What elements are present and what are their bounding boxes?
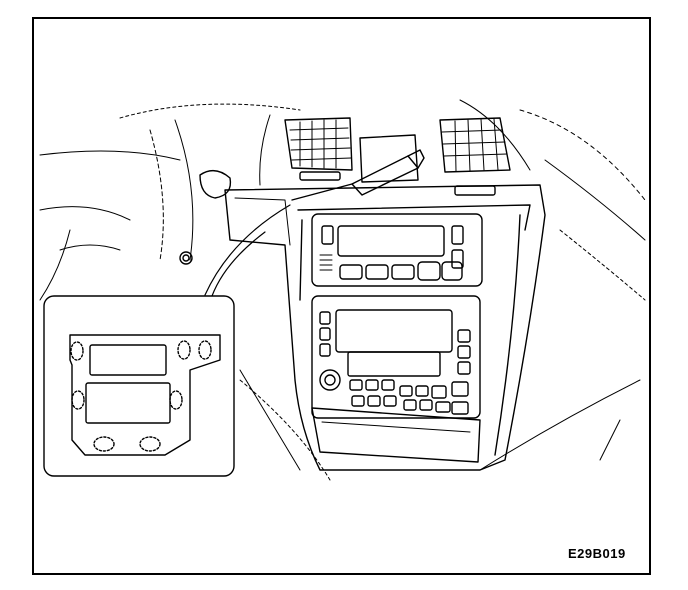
inset-detail: [43, 295, 235, 477]
left-air-vent: [284, 117, 353, 181]
vent-opening: [359, 134, 419, 183]
audio-unit: [311, 295, 481, 419]
screwdriver-icon: [291, 149, 425, 201]
console-tray: [311, 407, 481, 463]
figure-label: E29B019: [568, 546, 626, 561]
climate-control-panel: [311, 213, 483, 287]
steering-column: [179, 170, 232, 265]
center-console: [224, 184, 546, 471]
callout-leader: [204, 204, 291, 297]
dashboard-outline: [39, 99, 646, 481]
